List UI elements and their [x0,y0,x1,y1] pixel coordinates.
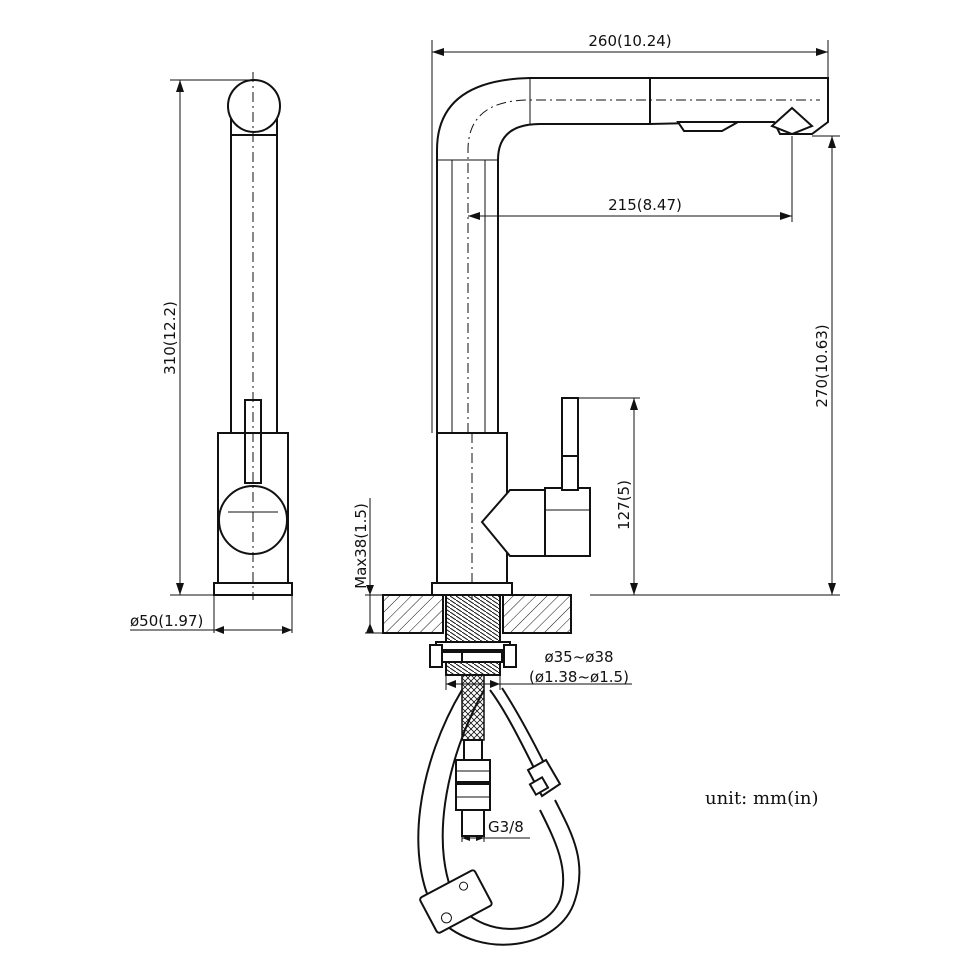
dim-hole-diameter: ø35~ø38 (ø1.38~ø1.5) [445,648,632,690]
side-view-tube [230,118,278,433]
dim-base-diameter: ø50(1.97) [130,595,293,634]
front-view-handle-lever [561,397,579,457]
label-hole-mm: ø35~ø38 [544,648,613,666]
mounting-nut [435,641,511,651]
counter-top-section [382,594,444,634]
label-base-diameter: ø50(1.97) [130,612,203,630]
dim-deck-thickness: Max38(1.5) [352,498,383,634]
g38-connector [461,809,485,837]
spout-tube [436,77,828,433]
side-view: 310(12.2) ø50(1.97) [130,72,293,634]
label-handle-height: 127(5) [615,480,633,530]
front-view: 260(10.24) 215(8.47) 270(10.63) 127(5) [352,32,840,946]
supply-hose-loop [417,689,581,946]
label-connection: G3/8 [488,818,524,836]
dim-total-reach: 260(10.24) [431,32,829,433]
hose-weight [419,869,493,934]
dim-total-height: 310(12.2) [161,79,254,596]
spray-nozzle [770,106,814,136]
dim-spout-reach: 215(8.47) [468,136,793,222]
label-total-height: 310(12.2) [161,301,179,375]
label-spout-reach: 215(8.47) [608,196,682,214]
label-hole-in: (ø1.38~ø1.5) [529,668,629,686]
label-deck-thickness: Max38(1.5) [352,503,370,589]
label-total-reach: 260(10.24) [588,32,671,50]
label-spout-height: 270(10.63) [813,324,831,407]
dim-handle-height: 127(5) [578,397,640,595]
dim-connection: G3/8 [461,818,530,842]
unit-note: unit: mm(in) [705,788,819,809]
pull-out-hose [489,689,536,771]
spray-button [676,121,742,132]
side-view-spout-head [227,79,281,133]
dim-spout-height: 270(10.63) [590,135,840,596]
front-view-base [431,582,513,596]
